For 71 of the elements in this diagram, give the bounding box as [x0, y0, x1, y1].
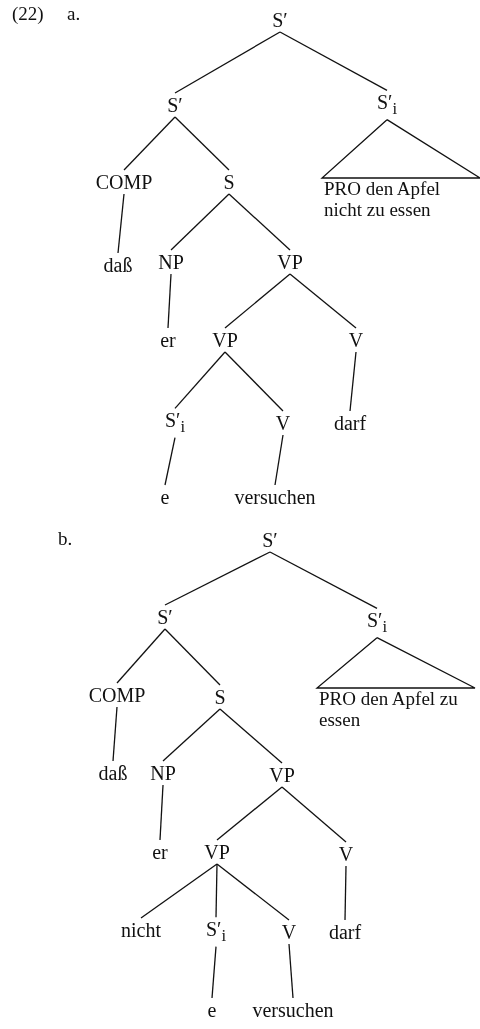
tree-node-label: V: [336, 842, 356, 866]
tree-branch: [116, 628, 166, 684]
tree-node-label: COMP: [86, 683, 148, 707]
tree-node-label: VP: [202, 840, 232, 864]
tree-node-label: versuchen: [250, 998, 336, 1022]
tree-branch: [174, 31, 281, 94]
tree-node-label: COMP: [93, 170, 155, 194]
tree-branch: [269, 551, 378, 609]
tree-node-label: S′: [165, 93, 185, 117]
tree-branch: [140, 863, 218, 919]
tree-branch: [224, 351, 284, 412]
tree-node-label: versuchen: [232, 485, 318, 509]
tree-node-label: NP: [148, 761, 178, 785]
tree-branch: [349, 351, 357, 412]
tree-branch: [216, 863, 290, 921]
tree-node-label: S: [212, 685, 228, 709]
tree-node-label: VP: [267, 763, 297, 787]
tree-node-label: PRO den Apfel nicht zu essen: [322, 178, 472, 222]
tree-branch: [224, 273, 291, 329]
tree-node-label: VP: [210, 328, 240, 352]
tree-node-label: darf: [331, 411, 369, 435]
tree-node-label: S′$_{i}$: [374, 90, 400, 120]
tree-node-label: PRO den Apfel zu essen: [317, 688, 467, 732]
tree-node-label: daß: [96, 761, 130, 785]
tree-node-label: darf: [326, 920, 364, 944]
tree-node-label: S′$_{i}$: [162, 408, 188, 438]
tree-branch: [174, 116, 230, 171]
tree-node-label: V: [279, 920, 299, 944]
tree-branch: [289, 273, 357, 329]
tree-node-label: S′: [270, 8, 290, 32]
constituent-triangle: [315, 636, 476, 689]
tree-branch: [117, 193, 125, 254]
tree-branch: [215, 863, 218, 918]
tree-node-label: NP: [156, 250, 186, 274]
tree-branch: [162, 708, 221, 762]
tree-branch: [274, 434, 284, 486]
tree-branch: [288, 943, 294, 999]
tree-branch: [123, 116, 176, 171]
tree-branch: [170, 193, 230, 251]
tree-node-label: V: [346, 328, 366, 352]
tree-node-label: S′: [155, 605, 175, 629]
example-label: b.: [58, 528, 73, 550]
example-label: a.: [67, 3, 81, 25]
tree-branch: [112, 706, 118, 762]
tree-node-label: S′$_{i}$: [364, 608, 390, 638]
tree-branch: [174, 351, 226, 409]
tree-node-label: er: [158, 328, 178, 352]
tree-branch: [279, 31, 388, 91]
constituent-triangle: [320, 118, 480, 179]
tree-branch: [159, 784, 164, 841]
tree-node-label: S′: [260, 528, 280, 552]
tree-node-label: S′$_{i}$: [203, 917, 229, 947]
tree-node-label: nicht: [119, 918, 163, 942]
tree-node-label: S: [221, 170, 237, 194]
tree-branch: [164, 437, 176, 486]
tree-node-label: VP: [275, 250, 305, 274]
tree-branch: [167, 273, 172, 329]
tree-branch: [216, 786, 283, 841]
tree-branch: [219, 708, 283, 764]
tree-branch: [344, 865, 347, 921]
tree-branch: [281, 786, 347, 843]
tree-node-label: e: [205, 998, 219, 1022]
tree-node-label: er: [150, 840, 170, 864]
example-label: (22): [12, 3, 44, 25]
tree-branch: [228, 193, 291, 251]
tree-branch: [164, 551, 271, 606]
tree-node-label: e: [158, 485, 172, 509]
tree-branch: [211, 946, 217, 999]
tree-node-label: daß: [101, 253, 135, 277]
tree-node-label: V: [273, 411, 293, 435]
tree-branch: [164, 628, 221, 686]
